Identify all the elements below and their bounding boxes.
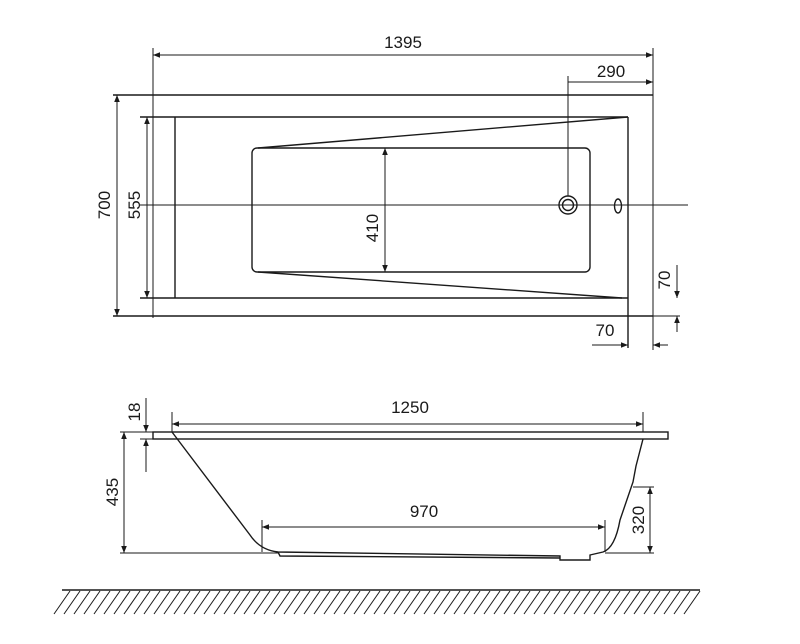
hatch-line xyxy=(83,590,101,615)
hatch-line xyxy=(143,590,161,615)
hatch-line xyxy=(73,590,91,615)
hatch-line xyxy=(653,590,671,615)
hatch-line xyxy=(663,590,681,615)
label-overall-width: 700 xyxy=(95,191,114,219)
slope-line-top xyxy=(257,116,629,149)
hatch-line xyxy=(283,590,301,615)
hatch-line xyxy=(113,590,131,615)
overflow-icon xyxy=(613,198,623,214)
hatch-line xyxy=(173,590,191,615)
hatch-line xyxy=(293,590,311,615)
hatch-line xyxy=(193,590,211,615)
hatch-line xyxy=(553,590,571,615)
hatch-line xyxy=(533,590,551,615)
hatch-line xyxy=(643,590,661,615)
hatch-line xyxy=(683,590,701,615)
hatch-line xyxy=(153,590,171,615)
hatch-line xyxy=(403,590,421,615)
hatch-line xyxy=(603,590,621,615)
label-inner-width: 555 xyxy=(125,191,144,219)
hatch-line xyxy=(323,590,341,615)
hatch-line xyxy=(163,590,181,615)
hatch-line xyxy=(433,590,451,615)
hatch-line xyxy=(343,590,361,615)
hatch-line xyxy=(673,590,691,615)
hatch-line xyxy=(373,590,391,615)
hatch-line xyxy=(503,590,521,615)
hatch-line xyxy=(543,590,561,615)
hatch-line xyxy=(183,590,201,615)
hatch-line xyxy=(423,590,441,615)
label-foot-height: 320 xyxy=(629,506,648,534)
hatch-line xyxy=(413,590,431,615)
hatch-line xyxy=(483,590,501,615)
hatch-line xyxy=(53,590,71,615)
hatch-line xyxy=(513,590,531,615)
hatch-line xyxy=(383,590,401,615)
hatch-line xyxy=(623,590,641,615)
label-rim-thickness: 18 xyxy=(125,403,144,422)
hatch-line xyxy=(303,590,321,615)
hatch-line xyxy=(573,590,591,615)
hatch-line xyxy=(353,590,371,615)
hatch-line xyxy=(253,590,271,615)
hatch-line xyxy=(493,590,511,615)
basin-floor xyxy=(251,147,591,273)
drain-inner xyxy=(561,198,575,212)
hatch-line xyxy=(233,590,251,615)
hatch-line xyxy=(583,590,601,615)
hatch-line xyxy=(443,590,461,615)
side-view: 1250 435 18 970 320 xyxy=(103,398,669,561)
hatch-line xyxy=(453,590,471,615)
hatch-line xyxy=(463,590,481,615)
hatch-line xyxy=(103,590,121,615)
label-top-length: 1250 xyxy=(391,398,429,417)
hatch-line xyxy=(203,590,221,615)
rim-profile xyxy=(152,431,669,440)
hatch-line xyxy=(273,590,291,615)
label-rim-end-offset: 70 xyxy=(596,321,615,340)
hatch-line xyxy=(133,590,151,615)
hatch-line xyxy=(613,590,631,615)
hatch-line xyxy=(333,590,351,615)
hatch-line xyxy=(263,590,281,615)
floor-hatch xyxy=(53,589,701,615)
hatch-line xyxy=(223,590,241,615)
label-overall-length: 1395 xyxy=(384,33,422,52)
label-bottom-length: 970 xyxy=(410,502,438,521)
hatch-line xyxy=(523,590,541,615)
hatch-line xyxy=(213,590,231,615)
hatch-line xyxy=(123,590,141,615)
hatch-line xyxy=(363,590,381,615)
hatch-line xyxy=(93,590,111,615)
hatch-line xyxy=(313,590,331,615)
label-basin-width: 410 xyxy=(363,214,382,242)
hatch-line xyxy=(473,590,491,615)
label-drain-offset: 290 xyxy=(597,62,625,81)
label-height: 435 xyxy=(103,478,122,506)
hatch-line xyxy=(63,590,81,615)
slope-line-bottom xyxy=(257,271,623,299)
hatch-line xyxy=(563,590,581,615)
hatch-line xyxy=(633,590,651,615)
hatch-line xyxy=(393,590,411,615)
tub-foot xyxy=(277,551,561,559)
label-rim-side-offset: 70 xyxy=(655,271,674,290)
hatch-line xyxy=(593,590,611,615)
tub-body-profile xyxy=(171,431,644,561)
hatch-line xyxy=(243,590,261,615)
top-view: 1395 700 555 410 290 70 70 xyxy=(95,33,688,350)
